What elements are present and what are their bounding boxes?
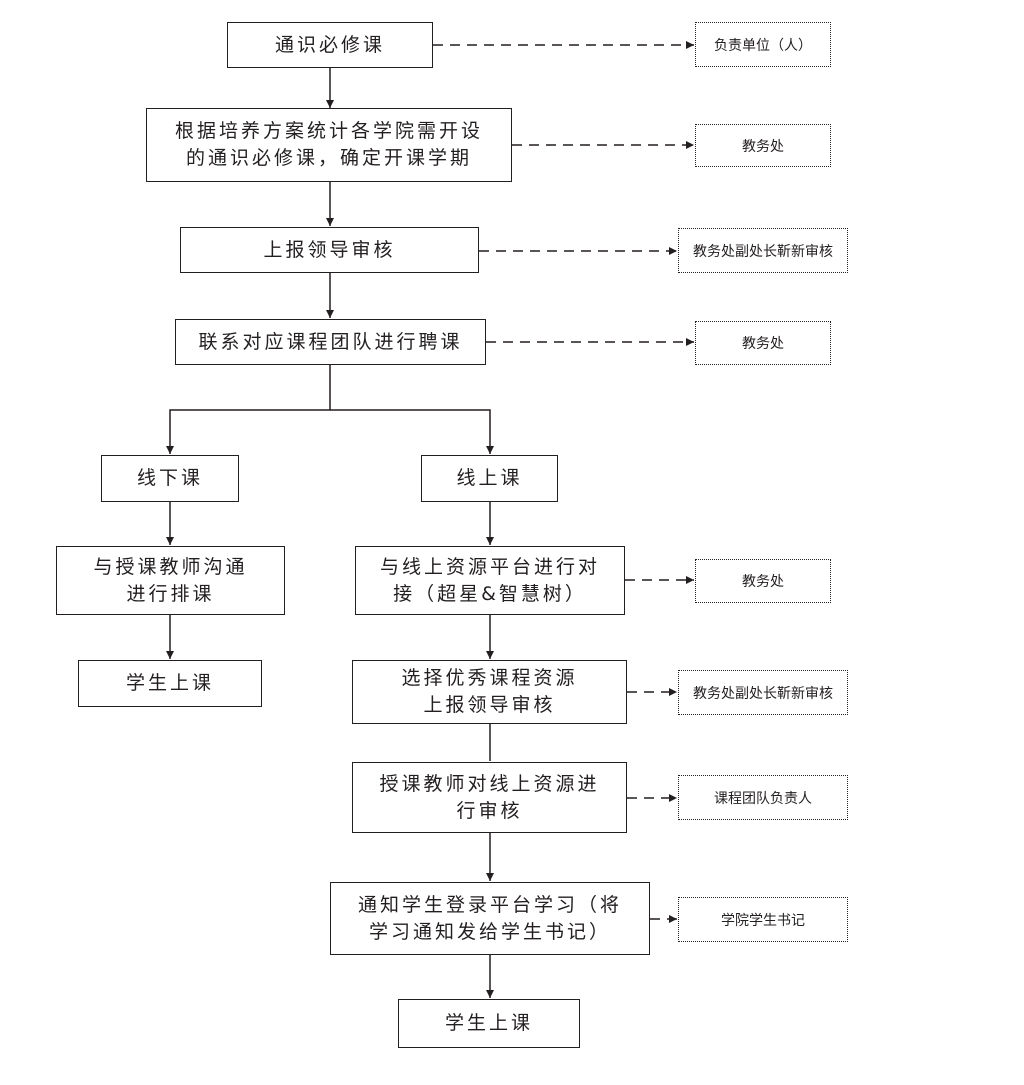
responsible-online-platform: 教务处 (695, 559, 831, 603)
step-online-notify: 通知学生登录平台学习（将 学习通知发给学生书记） (330, 882, 650, 955)
responsible-step4: 教务处 (695, 321, 831, 365)
step-offline-schedule: 与授课教师沟通 进行排课 (56, 546, 285, 615)
step-general-required-course: 通识必修课 (227, 22, 433, 68)
responsible-notify: 学院学生书记 (678, 897, 848, 942)
responsible-header: 负责单位（人） (695, 22, 831, 67)
step-count-courses: 根据培养方案统计各学院需开设 的通识必修课，确定开课学期 (146, 108, 512, 182)
step-online-teacher-review: 授课教师对线上资源进 行审核 (352, 762, 627, 833)
step-offline-attend: 学生上课 (78, 660, 262, 707)
responsible-teacher-review: 课程团队负责人 (678, 775, 848, 820)
step-online-attend: 学生上课 (398, 999, 580, 1048)
step-online-course: 线上课 (421, 455, 558, 502)
step-contact-team: 联系对应课程团队进行聘课 (175, 319, 486, 365)
step-offline-course: 线下课 (101, 455, 239, 502)
step-online-platform: 与线上资源平台进行对 接（超星&智慧树） (355, 546, 625, 615)
step-report-review: 上报领导审核 (180, 227, 479, 273)
branch-connector (166, 365, 331, 454)
branch-connector-right (330, 409, 494, 454)
responsible-online-select: 教务处副处长靳新审核 (678, 670, 848, 715)
step-online-select: 选择优秀课程资源 上报领导审核 (352, 660, 627, 724)
responsible-step2: 教务处 (695, 124, 831, 167)
responsible-step3: 教务处副处长靳新审核 (678, 228, 848, 273)
